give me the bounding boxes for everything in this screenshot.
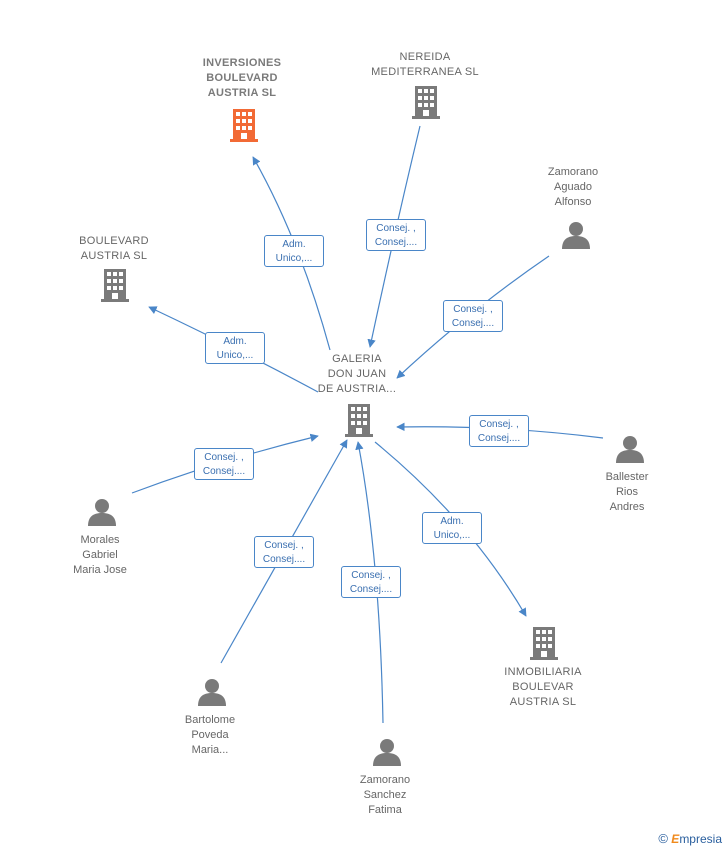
- node-label-inmobiliaria[interactable]: INMOBILIARIA BOULEVAR AUSTRIA SL: [504, 666, 582, 708]
- edge-label-to-inmobiliaria[interactable]: Adm. Unico,...: [422, 512, 482, 544]
- node-label-zamorano-sanchez[interactable]: Zamorano Sanchez Fatima: [359, 774, 411, 816]
- node-label-nereida[interactable]: NEREIDA MEDITERRANEA SL: [371, 51, 479, 78]
- edge-label-from-ballester[interactable]: Consej. , Consej....: [469, 415, 529, 447]
- brand-name: mpresia: [679, 832, 722, 846]
- person-icon[interactable]: [562, 222, 590, 249]
- node-label-ballester[interactable]: Ballester Rios Andres: [605, 471, 649, 513]
- person-icon[interactable]: [198, 679, 226, 706]
- node-label-zamorano-aguado[interactable]: Zamorano Aguado Alfonso: [547, 166, 599, 208]
- edge-label-from-morales[interactable]: Consej. , Consej....: [194, 448, 254, 480]
- person-icon[interactable]: [88, 499, 116, 526]
- building-icon[interactable]: [101, 269, 129, 302]
- edge-label-from-zamorano-sanchez[interactable]: Consej. , Consej....: [341, 566, 401, 598]
- edge-label-to-inversiones[interactable]: Adm. Unico,...: [264, 235, 324, 267]
- building-icon[interactable]: [345, 404, 373, 437]
- building-icon[interactable]: [412, 86, 440, 119]
- brand-initial: E: [671, 832, 680, 846]
- edge-label-from-zamorano-aguado[interactable]: Consej. , Consej....: [443, 300, 503, 332]
- node-label-boulevard[interactable]: BOULEVARD AUSTRIA SL: [79, 235, 149, 262]
- node-label-morales[interactable]: Morales Gabriel Maria Jose: [73, 534, 127, 576]
- person-icon[interactable]: [373, 739, 401, 766]
- edge-label-from-nereida[interactable]: Consej. , Consej....: [366, 219, 426, 251]
- person-icon[interactable]: [616, 436, 644, 463]
- node-label-bartolome[interactable]: Bartolome Poveda Maria...: [184, 714, 236, 756]
- building-icon[interactable]: [530, 627, 558, 660]
- copyright-symbol: ©: [658, 831, 668, 846]
- building-icon[interactable]: [230, 109, 258, 142]
- node-label-center[interactable]: GALERIA DON JUAN DE AUSTRIA...: [317, 353, 397, 395]
- edge-label-to-boulevard[interactable]: Adm. Unico,...: [205, 332, 265, 364]
- brand-watermark: © Empresia: [658, 831, 722, 846]
- edge-label-from-bartolome[interactable]: Consej. , Consej....: [254, 536, 314, 568]
- node-label-inversiones[interactable]: INVERSIONES BOULEVARD AUSTRIA SL: [202, 57, 282, 99]
